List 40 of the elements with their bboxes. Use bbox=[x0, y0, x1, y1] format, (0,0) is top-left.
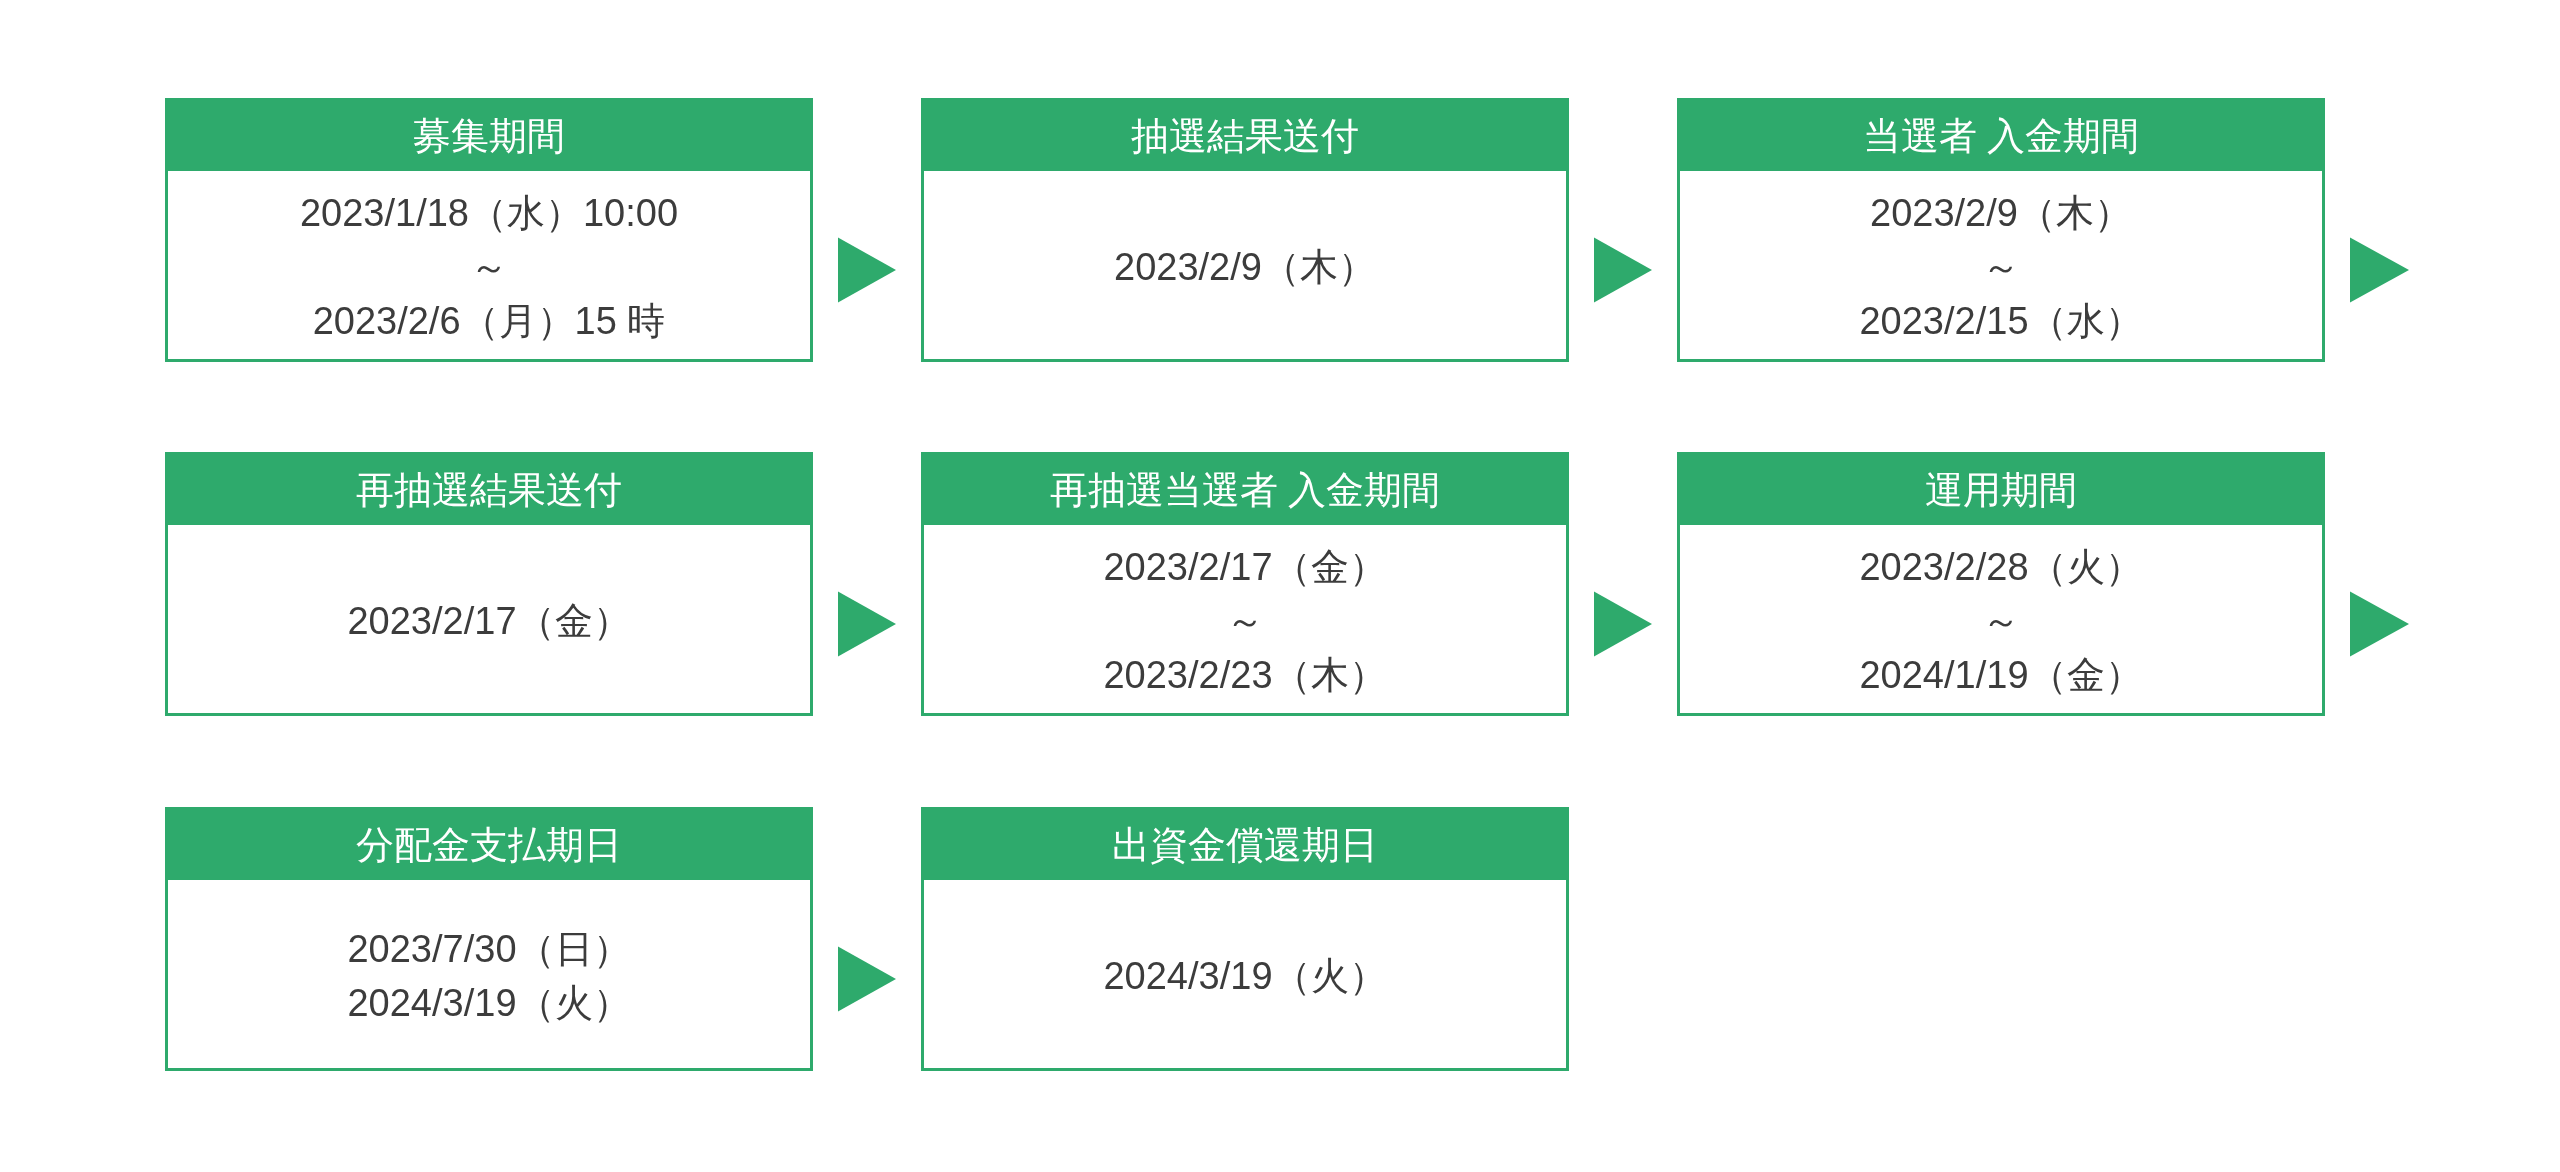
card-header: 当選者 入金期間 bbox=[1680, 101, 2322, 171]
arrow bbox=[838, 591, 896, 657]
card-header: 再抽選結果送付 bbox=[168, 455, 810, 525]
arrow bbox=[1594, 237, 1652, 303]
card-header: 分配金支払期日 bbox=[168, 810, 810, 880]
schedule-text: ～ bbox=[1982, 599, 2020, 644]
schedule-text: 2024/3/19（火） bbox=[347, 981, 631, 1026]
card-header: 出資金償還期日 bbox=[924, 810, 1566, 880]
schedule-text: 2023/1/18（水）10:00 bbox=[299, 191, 679, 236]
schedule-text: 2023/2/23（木） bbox=[1103, 653, 1387, 698]
schedule-text: ～ bbox=[470, 245, 508, 290]
schedule-text: 2023/2/17（金） bbox=[347, 599, 631, 644]
step-card bbox=[165, 807, 813, 1071]
card-header: 運用期間 bbox=[1680, 455, 2322, 525]
schedule-text: 2023/7/30（日） bbox=[347, 927, 631, 972]
step-card bbox=[165, 452, 813, 716]
schedule-text: 2023/2/15（水） bbox=[1859, 299, 2143, 344]
step-card bbox=[165, 98, 813, 362]
schedule-text: 2023/2/6（月）15 時 bbox=[312, 299, 666, 344]
arrow bbox=[2350, 591, 2409, 657]
schedule-text: 2023/2/9（木） bbox=[1114, 245, 1376, 290]
step-card bbox=[921, 452, 1569, 716]
step-card bbox=[1677, 98, 2325, 362]
card-header: 再抽選当選者 入金期間 bbox=[924, 455, 1566, 525]
card-header: 募集期間 bbox=[168, 101, 810, 171]
schedule-text: ～ bbox=[1226, 599, 1264, 644]
schedule-text: 2024/3/19（火） bbox=[1103, 954, 1387, 999]
arrow bbox=[838, 946, 896, 1012]
step-card bbox=[1677, 452, 2325, 716]
arrow bbox=[1594, 591, 1652, 657]
arrow bbox=[2350, 237, 2409, 303]
schedule-text: 2023/2/28（火） bbox=[1859, 545, 2143, 590]
arrow bbox=[838, 237, 896, 303]
card-header: 抽選結果送付 bbox=[924, 101, 1566, 171]
schedule-text: 2024/1/19（金） bbox=[1859, 653, 2143, 698]
schedule-text: 2023/2/9（木） bbox=[1870, 191, 2132, 236]
schedule-text: ～ bbox=[1982, 245, 2020, 290]
schedule-text: 2023/2/17（金） bbox=[1103, 545, 1387, 590]
step-card bbox=[921, 807, 1569, 1071]
step-card bbox=[921, 98, 1569, 362]
